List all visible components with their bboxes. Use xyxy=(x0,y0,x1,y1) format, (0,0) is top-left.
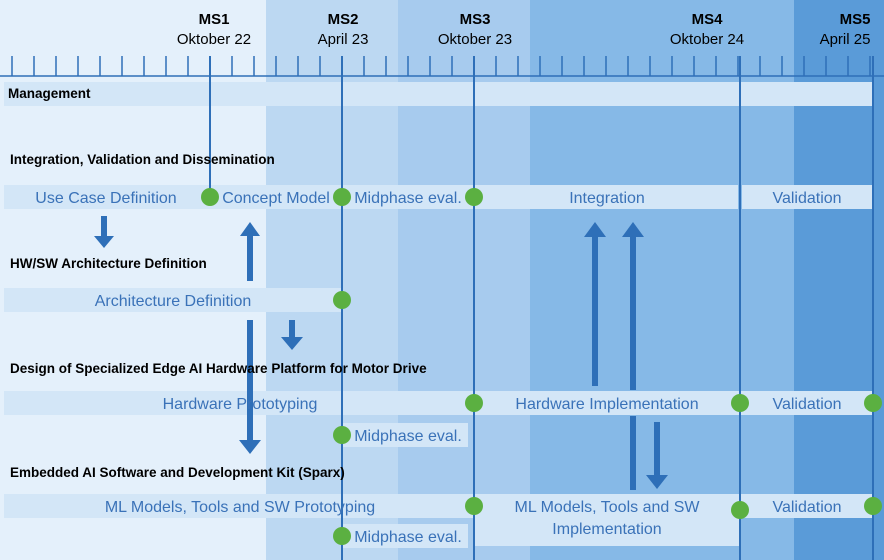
bar-use-case xyxy=(4,185,210,209)
task-concept-model: Concept Model xyxy=(222,190,330,207)
bar-concept-model xyxy=(210,185,342,209)
bar-integration xyxy=(474,185,738,209)
milestone-dot xyxy=(864,497,882,515)
task-architecture: Architecture Definition xyxy=(95,293,252,310)
milestone-dot xyxy=(333,291,351,309)
task-bars xyxy=(4,82,874,548)
section-integration: Integration, Validation and Disseminatio… xyxy=(10,152,275,167)
milestone-dot xyxy=(465,497,483,515)
milestone-dot xyxy=(333,426,351,444)
task-ml-implementation-line2: Implementation xyxy=(552,521,661,538)
task-integration: Integration xyxy=(569,190,645,207)
ms5-label: MS5 xyxy=(840,11,871,28)
bar-validation-1 xyxy=(742,185,872,209)
bar-validation-2 xyxy=(740,391,874,415)
task-hw-prototyping: Hardware Prototyping xyxy=(163,396,318,413)
bar-hw-implementation xyxy=(474,391,740,415)
ms1-date: Oktober 22 xyxy=(177,31,251,48)
bar-midphase-1 xyxy=(342,185,474,209)
arrow-down-icon xyxy=(281,320,303,350)
section-hwsw: HW/SW Architecture Definition xyxy=(10,256,207,271)
ms4-date: Oktober 24 xyxy=(670,31,744,48)
arrow-down-icon xyxy=(646,422,668,489)
bar-midphase-2 xyxy=(342,423,468,447)
arrow-up-icon xyxy=(622,222,644,390)
dependency-arrows xyxy=(94,216,668,490)
milestone-dot xyxy=(201,188,219,206)
arrow-down-icon xyxy=(239,320,261,454)
section-software: Embedded AI Software and Development Kit… xyxy=(10,465,345,480)
arrow-up-icon xyxy=(240,222,260,281)
bar-ml-prototyping xyxy=(4,494,474,518)
milestone-dot xyxy=(864,394,882,412)
milestone-dot xyxy=(333,188,351,206)
section-management: Management xyxy=(8,86,91,101)
milestone-dot xyxy=(731,394,749,412)
task-validation-1: Validation xyxy=(772,190,841,207)
bar-architecture xyxy=(4,288,342,312)
milestone-dots xyxy=(201,188,882,545)
ms2-date: April 23 xyxy=(318,31,369,48)
task-midphase-2: Midphase eval. xyxy=(354,428,462,445)
milestone-lines xyxy=(209,56,874,560)
task-use-case: Use Case Definition xyxy=(35,190,176,207)
task-validation-3: Validation xyxy=(772,499,841,516)
task-midphase-3: Midphase eval. xyxy=(354,529,462,546)
task-ml-prototyping: ML Models, Tools and SW Prototyping xyxy=(105,499,375,516)
task-midphase-1: Midphase eval. xyxy=(354,190,462,207)
task-validation-2: Validation xyxy=(772,396,841,413)
bar-midphase-3 xyxy=(342,524,468,548)
ms1-label: MS1 xyxy=(199,11,230,28)
management-bar xyxy=(4,82,872,106)
section-hardware: Design of Specialized Edge AI Hardware P… xyxy=(10,361,427,376)
ms5-date: April 25 xyxy=(820,31,871,48)
milestone-dot xyxy=(465,188,483,206)
arrow-up-icon xyxy=(584,222,606,386)
ms2-label: MS2 xyxy=(328,11,359,28)
task-hw-implementation: Hardware Implementation xyxy=(515,396,698,413)
milestone-dot xyxy=(333,527,351,545)
task-ml-implementation-line1: ML Models, Tools and SW xyxy=(515,499,701,516)
bar-validation-3 xyxy=(740,494,874,518)
ms3-date: Oktober 23 xyxy=(438,31,512,48)
milestone-dot xyxy=(465,394,483,412)
ms4-label: MS4 xyxy=(692,11,724,28)
bar-hw-prototyping xyxy=(4,391,474,415)
milestone-dot xyxy=(731,501,749,519)
bar-ml-implementation xyxy=(474,494,740,546)
arrow-down-icon xyxy=(94,216,114,248)
arrow-down-icon xyxy=(630,416,636,490)
ms3-label: MS3 xyxy=(460,11,491,28)
